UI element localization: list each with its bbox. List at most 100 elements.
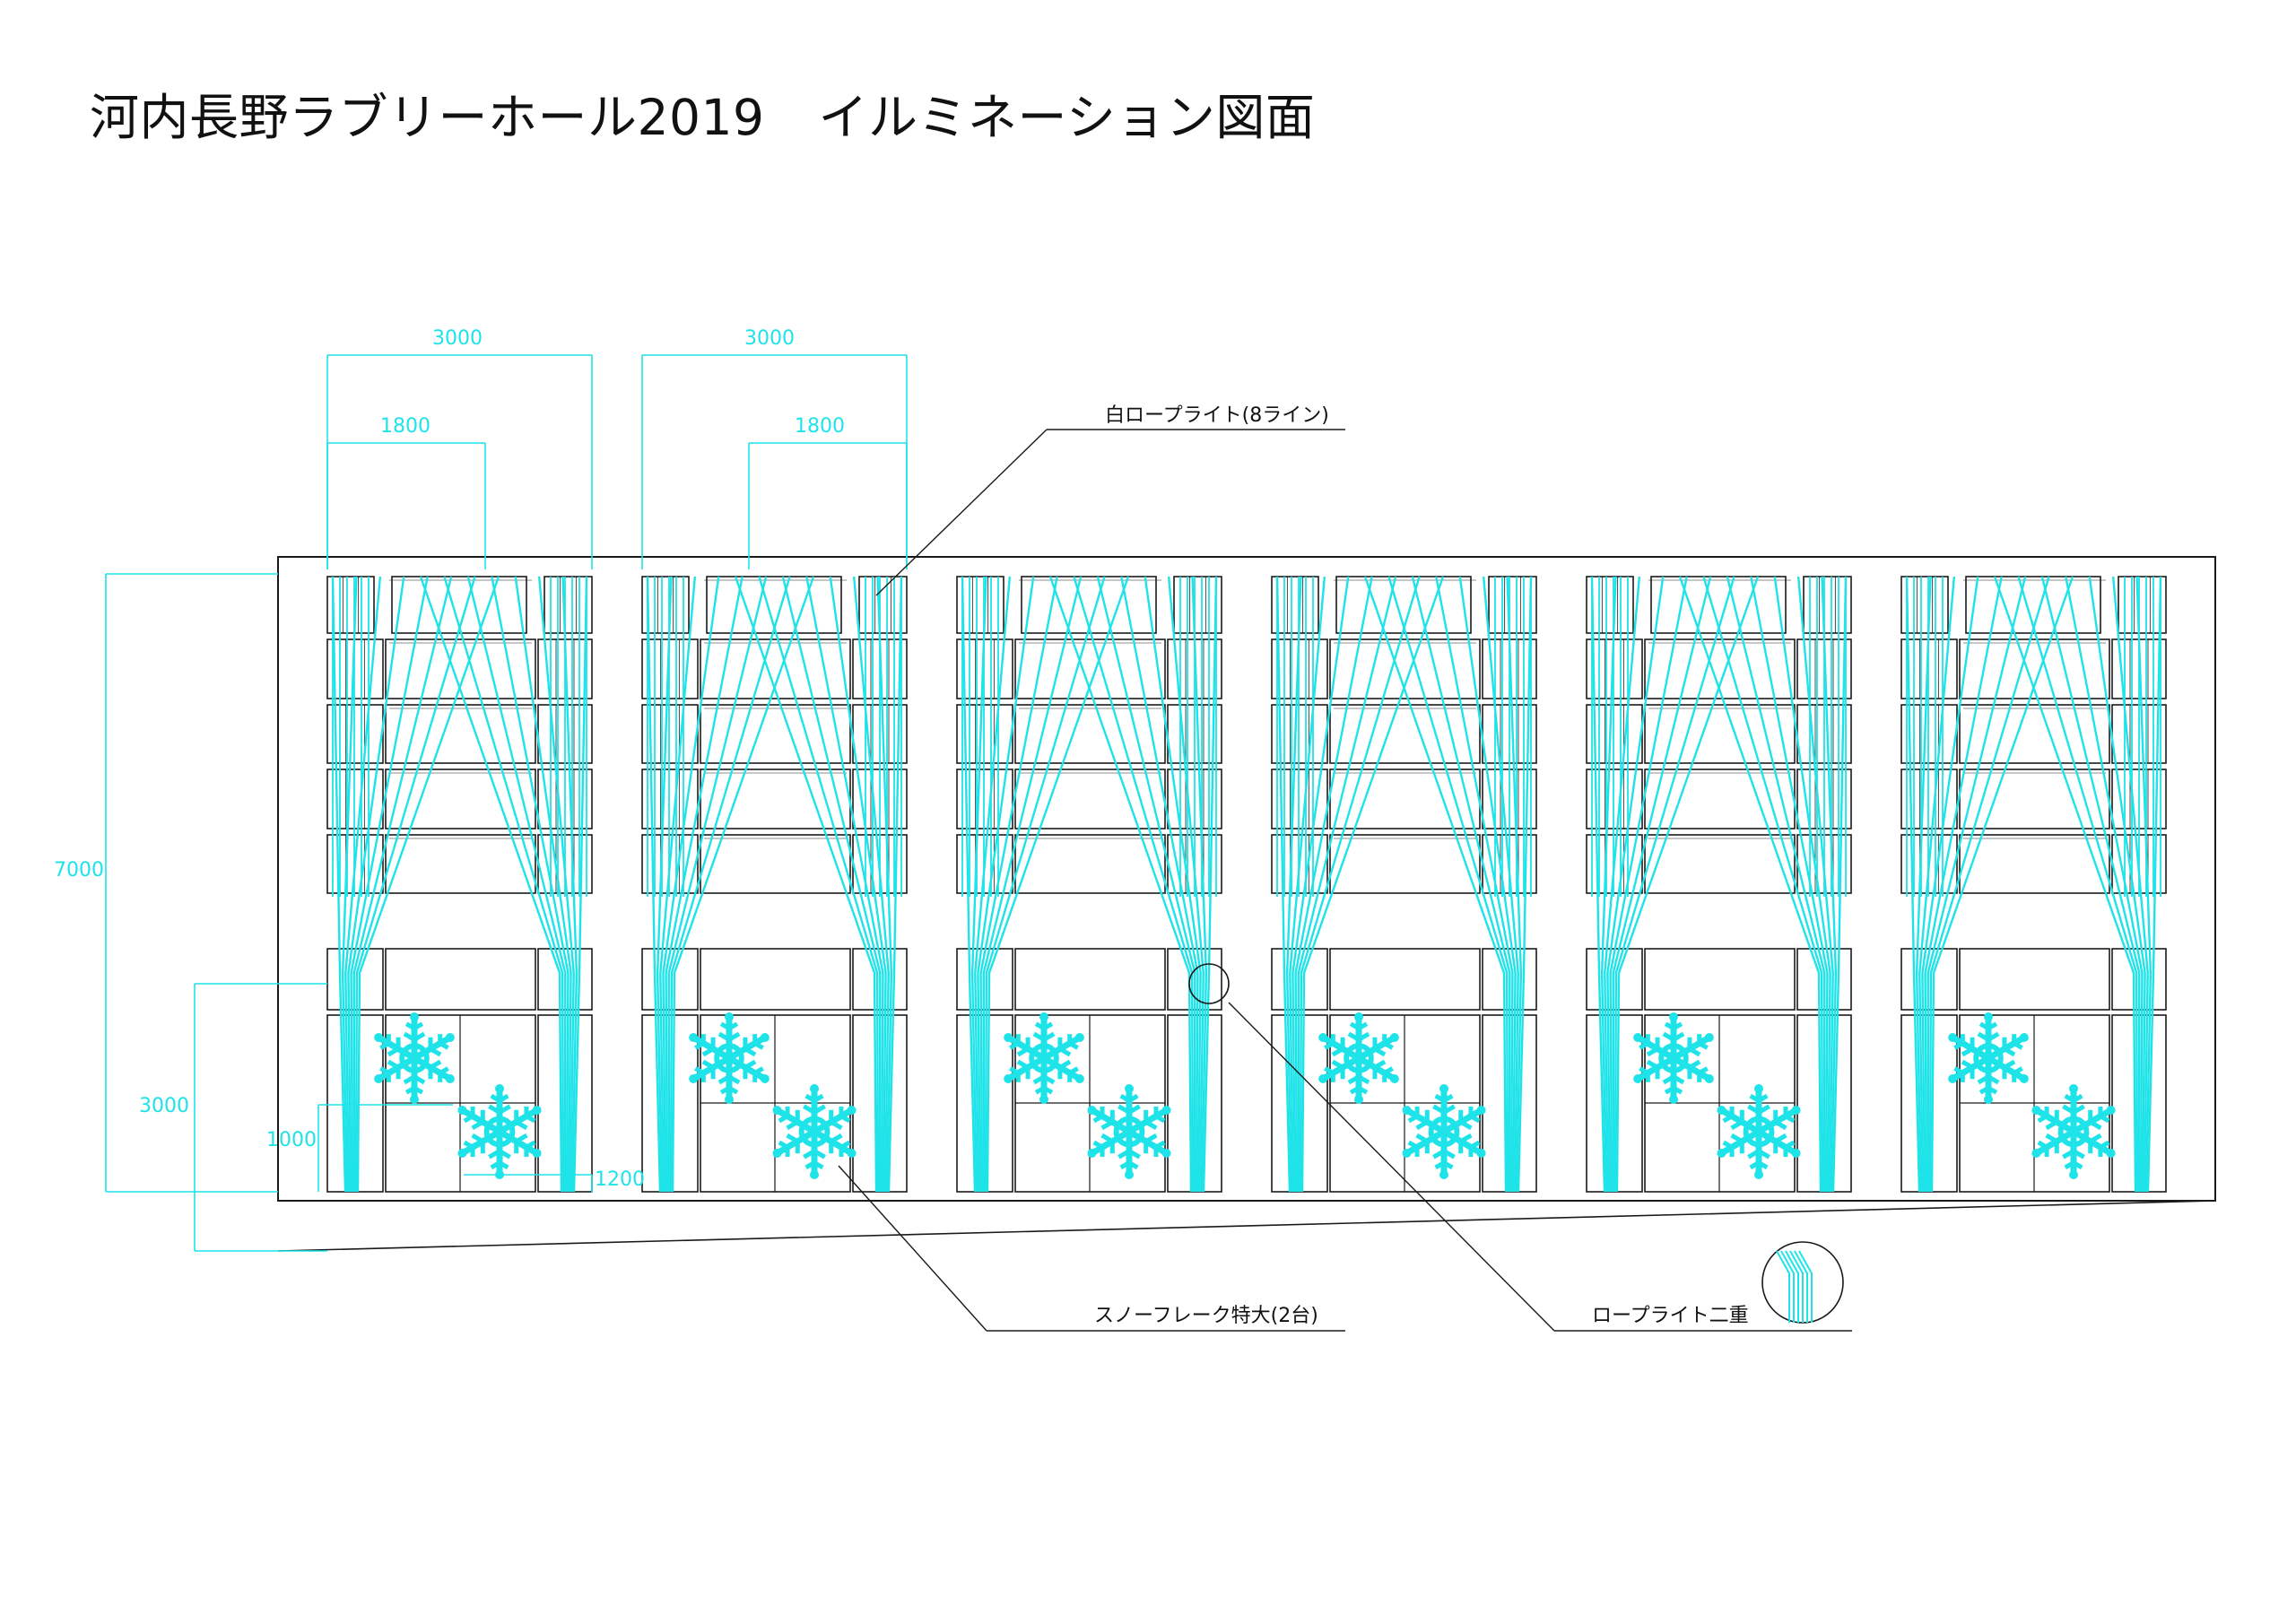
callout-rope-white: 白ロープライト(8ライン) — [1105, 404, 1329, 427]
snowflake-center — [399, 1043, 430, 1073]
snowflake-branch — [753, 1041, 764, 1050]
curtain-line-left — [961, 576, 977, 1193]
snowflake-branch — [1469, 1140, 1481, 1150]
snowflake-tip — [532, 1106, 542, 1115]
curtain-line-right — [419, 576, 563, 1193]
snowflake-branch — [1774, 1133, 1787, 1143]
lower-pane — [1959, 948, 2110, 1011]
snowflake-branch — [1118, 1104, 1131, 1115]
snowflake-branch — [803, 1104, 816, 1115]
leader-line — [875, 429, 1048, 596]
window-pane — [1586, 704, 1643, 764]
snowflake-branch — [498, 1149, 511, 1159]
snowflake-branch — [1953, 1066, 1964, 1075]
snowflake-branch — [429, 1046, 442, 1057]
snowflake-center — [1344, 1043, 1374, 1073]
curtain-line-left — [671, 576, 815, 1193]
snowflake-branch — [2099, 1114, 2110, 1124]
window-pane — [956, 834, 1013, 894]
snowflake-branch — [1357, 1085, 1369, 1095]
snowflake-branch — [727, 1031, 741, 1042]
window-pane — [1586, 769, 1643, 829]
curtain-line-left — [984, 576, 1106, 1193]
snowflake-branch — [2089, 1120, 2102, 1131]
window-pane — [385, 638, 536, 699]
snowflake-branch — [1672, 1085, 1683, 1095]
curtain-line-left — [1606, 576, 1665, 1193]
curtain-line-right — [2088, 576, 2146, 1193]
curtain-line-right — [514, 576, 572, 1193]
snowflake-tip — [1004, 1033, 1013, 1042]
snowflake-tip — [2031, 1106, 2041, 1115]
snowflake-branch — [1068, 1041, 1079, 1050]
lower-pane — [1014, 948, 1166, 1011]
curtain-lights — [331, 576, 2162, 1193]
snowflake-branch — [1016, 1059, 1030, 1070]
snowflake-tip — [495, 1084, 504, 1093]
window-pane — [956, 704, 1013, 764]
curtain-line-right — [887, 576, 903, 1193]
snowflake-branch — [2099, 1140, 2110, 1150]
snowflake-branch — [1747, 1149, 1761, 1159]
snowflake-branch — [2062, 1149, 2075, 1159]
snowflake-branch — [786, 1120, 799, 1131]
curtain-line-left — [1612, 576, 1712, 1193]
snowflake-tip — [445, 1074, 455, 1083]
curtain-line-right — [2017, 576, 2139, 1193]
snowflakes — [374, 1012, 2116, 1179]
snowflake-branch — [2064, 1093, 2075, 1103]
curtain-line-right — [1831, 576, 1848, 1193]
snowflake-branch — [1757, 1093, 1769, 1103]
snowflake-branch — [2072, 1149, 2085, 1159]
window-pane — [641, 834, 699, 894]
snowflake-center — [714, 1043, 744, 1073]
curtain-line-left — [1275, 576, 1292, 1193]
snowflake-tip — [725, 1095, 734, 1104]
snowflake-branch — [2072, 1093, 2083, 1103]
window-pane — [326, 576, 375, 634]
dim-snowflake-height: 1000 — [266, 1129, 317, 1151]
snowflake-branch — [1961, 1046, 1974, 1057]
snowflake-branch — [1042, 1074, 1056, 1085]
snowflake-tip — [1984, 1095, 1993, 1104]
snowflake-branch — [718, 1031, 731, 1042]
curtain-line-left — [1297, 576, 1397, 1193]
snowflake-branch — [1664, 1021, 1675, 1031]
snowflake-branch — [1357, 1031, 1370, 1042]
snowflake-tip — [1318, 1033, 1328, 1042]
curtain-line-left — [979, 576, 1058, 1193]
curtain-line-left — [341, 576, 358, 1193]
snowflake-branch — [1407, 1114, 1419, 1124]
snowflake-branch — [1730, 1120, 1744, 1131]
curtain-line-right — [2040, 576, 2141, 1193]
window-pane — [1803, 576, 1852, 634]
snowflake-branch — [1698, 1066, 1709, 1075]
curtain-line-right — [829, 576, 887, 1193]
detail-rope — [1789, 1250, 1804, 1323]
window-pane — [1900, 769, 1958, 829]
curtain-line-right — [1821, 576, 1838, 1193]
snowflake-branch — [804, 1160, 816, 1170]
curtain-line-left — [1905, 576, 1921, 1193]
window-pane — [1644, 638, 1796, 699]
snowflake-tip — [847, 1149, 857, 1158]
snowflake-tip — [760, 1033, 770, 1042]
snowflake-branch — [719, 1085, 731, 1095]
snowflake-branch — [2037, 1140, 2048, 1150]
snowflake-branch — [1979, 1021, 1990, 1031]
snowflake-branch — [1774, 1120, 1787, 1131]
snowflake-branch — [1100, 1133, 1114, 1143]
snowflake-branch — [1672, 1074, 1685, 1085]
snowflake-tip — [1669, 1012, 1678, 1021]
lower-pane — [385, 948, 536, 1011]
curtain-line-right — [1387, 576, 1509, 1193]
snowflake-branch — [1434, 1093, 1446, 1103]
snowflake-branch — [1016, 1046, 1030, 1057]
curtain-line-left — [1615, 576, 1760, 1193]
curtain-line-left — [1285, 576, 1302, 1193]
snowflake-branch — [1324, 1066, 1335, 1075]
snowflake-branch — [1757, 1149, 1770, 1159]
snowflake-tip — [445, 1033, 455, 1042]
